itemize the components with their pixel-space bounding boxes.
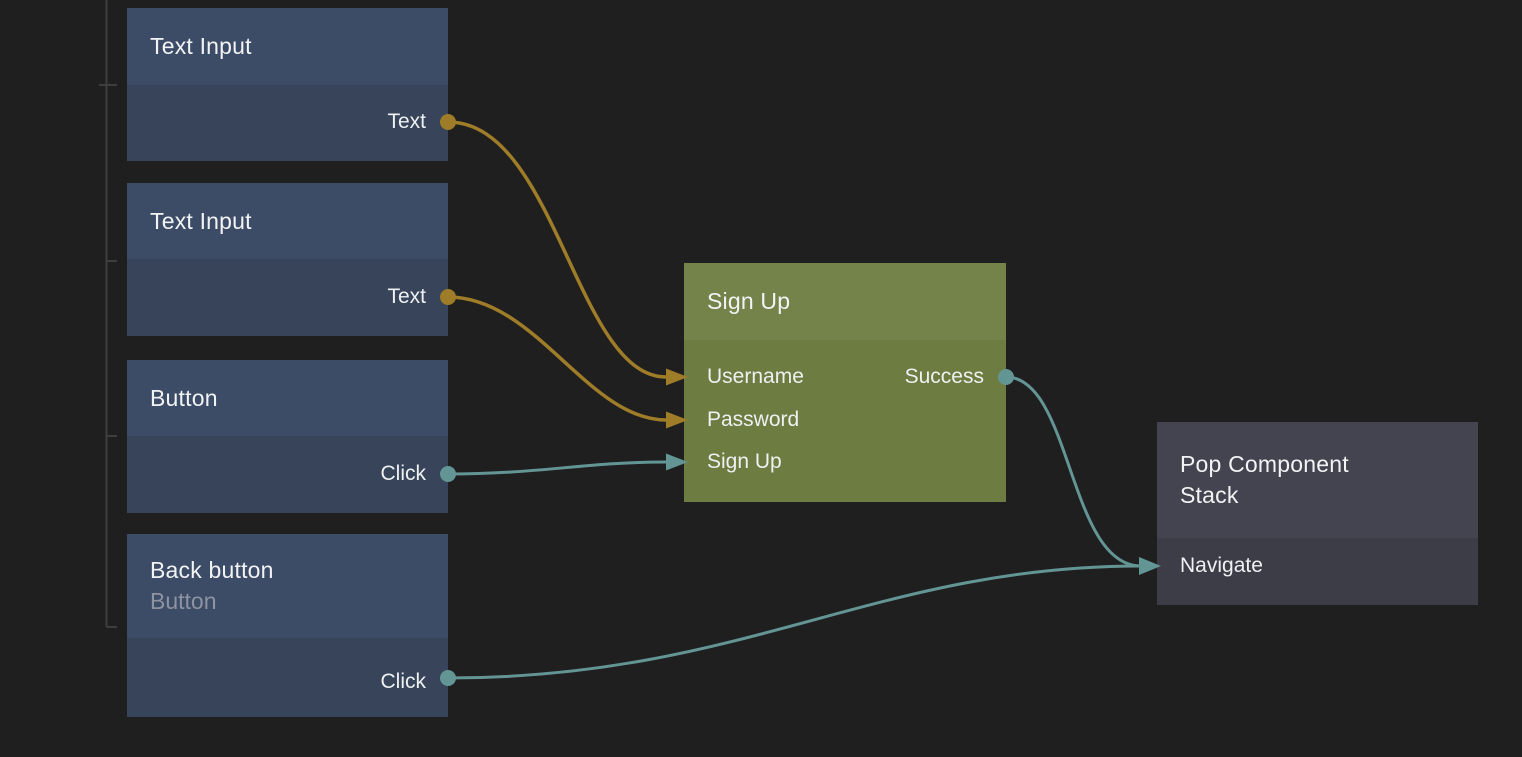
port-click-output[interactable]: Click [381,670,427,694]
port-label: Password [707,408,800,431]
port-label: Text [387,110,426,133]
port-label: Click [380,670,427,693]
node-title: Button [150,384,218,411]
node-body: Navigate [1157,538,1478,605]
node-back-button[interactable]: Back button Button Click [127,534,448,717]
node-header[interactable]: Pop Component Stack [1157,422,1478,538]
node-subtitle: Button [150,588,217,614]
port-password-input[interactable]: Password [707,408,799,432]
node-sign-up[interactable]: Sign Up Username Password Sign Up Succes… [684,263,1006,502]
port-click-output[interactable]: Click [381,462,427,486]
port-text-output[interactable]: Text [387,285,426,309]
node-text-input-1[interactable]: Text Input Text [127,8,448,161]
node-body: Text [127,85,448,161]
guide-lines [99,0,117,628]
port-text-output[interactable]: Text [387,110,426,134]
edge-click-to-signup[interactable] [447,460,667,476]
node-body: Text [127,259,448,336]
node-text-input-2[interactable]: Text Input Text [127,183,448,336]
port-label: Text [387,285,426,308]
port-label: Success [904,365,984,388]
port-label: Navigate [1180,554,1263,577]
node-header[interactable]: Sign Up [684,263,1006,340]
edge-success-to-navigate[interactable] [1005,375,1142,568]
port-signup-input[interactable]: Sign Up [707,450,782,474]
port-username-input[interactable]: Username [707,365,804,389]
node-title: Back button [150,557,274,583]
node-body: Click [127,638,448,717]
port-label: Click [380,462,427,485]
edge-text1-to-username[interactable] [447,120,667,379]
edge-backclick-to-navigate[interactable] [447,564,1142,680]
node-header[interactable]: Button [127,360,448,436]
node-title: Text Input [150,33,252,59]
node-title: Sign Up [707,288,791,314]
port-success-output[interactable]: Success [905,365,984,389]
node-pop-component-stack[interactable]: Pop Component Stack Navigate [1157,422,1478,605]
node-button[interactable]: Button Click [127,360,448,513]
edge-text2-to-password[interactable] [447,295,667,422]
node-header[interactable]: Text Input [127,8,448,85]
node-body: Click [127,436,448,513]
node-title: Text Input [150,207,252,234]
node-header[interactable]: Text Input [127,183,448,259]
port-navigate-input[interactable]: Navigate [1180,554,1263,578]
node-title: Pop Component Stack [1180,451,1349,508]
node-body: Username Password Sign Up Success [684,340,1006,502]
port-label: Sign Up [707,450,782,473]
node-header[interactable]: Back button Button [127,534,448,638]
port-label: Username [707,365,804,388]
